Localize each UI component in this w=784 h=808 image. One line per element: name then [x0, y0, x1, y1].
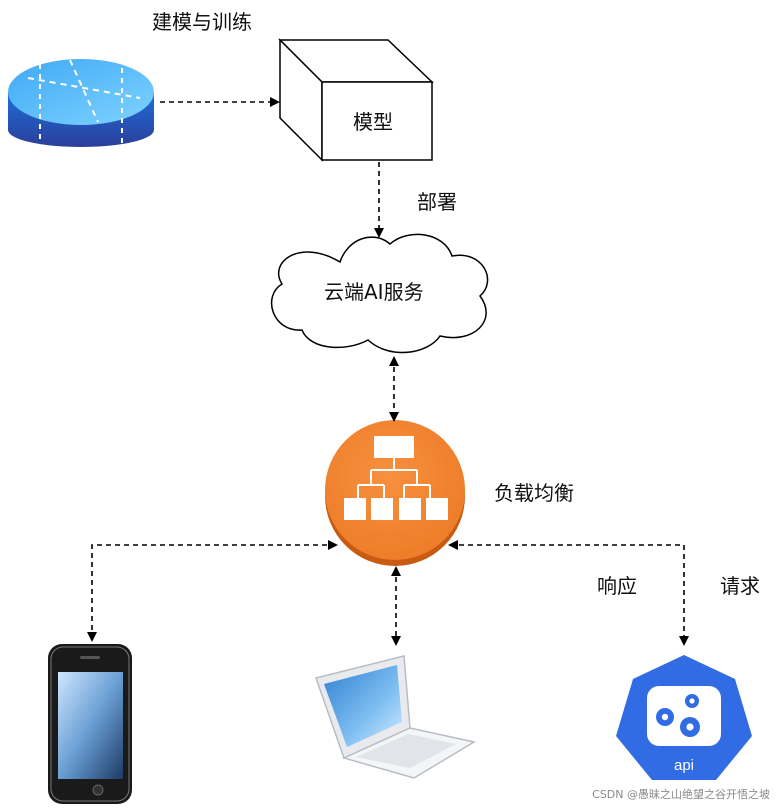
lb-phone-arrow [87, 540, 338, 642]
api-text: api [674, 757, 694, 774]
model-label: 模型 [353, 110, 393, 134]
connectors [87, 97, 689, 646]
deploy-label: 部署 [417, 190, 457, 214]
phone-icon [48, 644, 132, 804]
lb-api-arrow [448, 540, 689, 646]
api-icon: api [616, 655, 752, 780]
response-label: 响应 [597, 574, 637, 598]
train-label: 建模与训练 [152, 10, 252, 34]
load-balancer-label: 负载均衡 [494, 481, 574, 505]
load-balancer-icon [325, 420, 465, 566]
laptop-icon [315, 655, 477, 779]
watermark: CSDN @愚昧之山绝望之谷开悟之坡 [592, 788, 770, 801]
request-label: 请求 [720, 574, 760, 598]
cloud-label: 云端AI服务 [324, 280, 424, 304]
database-icon [8, 59, 154, 147]
cloud-shape [271, 233, 489, 354]
model-box [278, 38, 434, 162]
